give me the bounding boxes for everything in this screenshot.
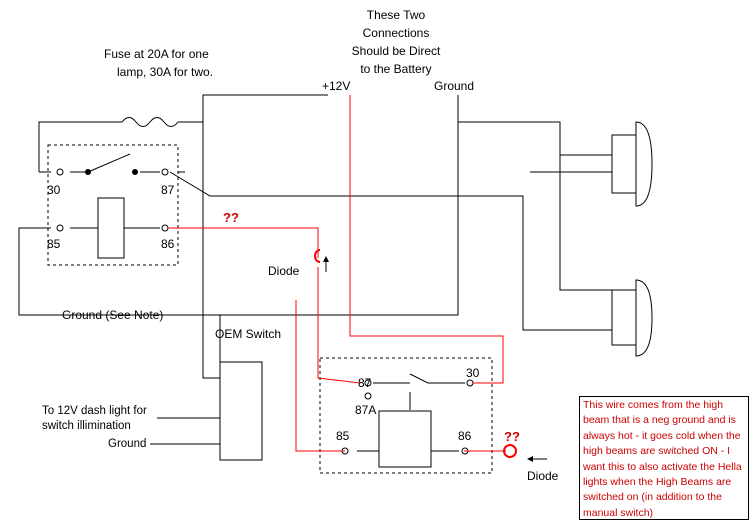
battery-note-line1: These Two [367,8,426,22]
high-beam-note: This wire comes from the high beam that … [579,396,749,520]
dash-light-line2: switch illimination [42,420,131,432]
relay1-coil [97,197,125,259]
relay2-pin85: 85 [336,429,350,443]
fuse-symbol [121,117,179,127]
diode2-arrow [527,456,547,462]
red-wires [168,95,506,452]
relay2-coil [378,410,432,468]
diode1-arrow [323,256,329,272]
battery-note-line3: Should be Direct [352,44,441,58]
fuse-note-line2: lamp, 30A for two. [117,65,213,79]
relay2-pin86: 86 [458,429,472,443]
ground-bottom-label: Ground [108,438,146,450]
fuse-note-line1: Fuse at 20A for one [104,47,209,61]
ground-note-label: Ground (See Note) [62,308,163,322]
relay2-box [319,357,493,474]
battery-note-line2: Connections [363,26,430,40]
question-mark-1: ?? [223,210,239,225]
diode2-label: Diode [527,469,559,483]
relay1-pin30: 30 [47,183,61,197]
headlamp-bottom [611,279,653,357]
relay2-pin30: 30 [466,366,480,380]
relay1-terminals [56,168,169,232]
relay1-box [47,144,179,266]
black-wires [18,94,612,452]
battery-note-line4: to the Battery [360,62,431,76]
relay1-pin87: 87 [161,183,175,197]
relay1-pin85: 85 [47,237,61,251]
question-mark-2: ?? [504,429,520,444]
oem-switch-body [219,361,263,461]
ground-top-label: Ground [434,79,474,93]
headlamp-top [611,121,653,207]
relay1-pin86: 86 [161,237,175,251]
diode1-symbol [314,249,321,263]
relay1-switch-dot [85,169,91,175]
relay2-pin87: 87 [358,376,372,390]
relay1-switch-dot2 [132,169,138,175]
diode2-symbol [503,444,517,458]
dash-light-line1: To 12V dash light for [42,405,147,417]
oem-switch-label: OEM Switch [215,327,281,341]
diode1-label: Diode [268,264,300,278]
plus12v-label: +12V [322,79,350,93]
relay2-pin87a: 87A [355,403,376,417]
